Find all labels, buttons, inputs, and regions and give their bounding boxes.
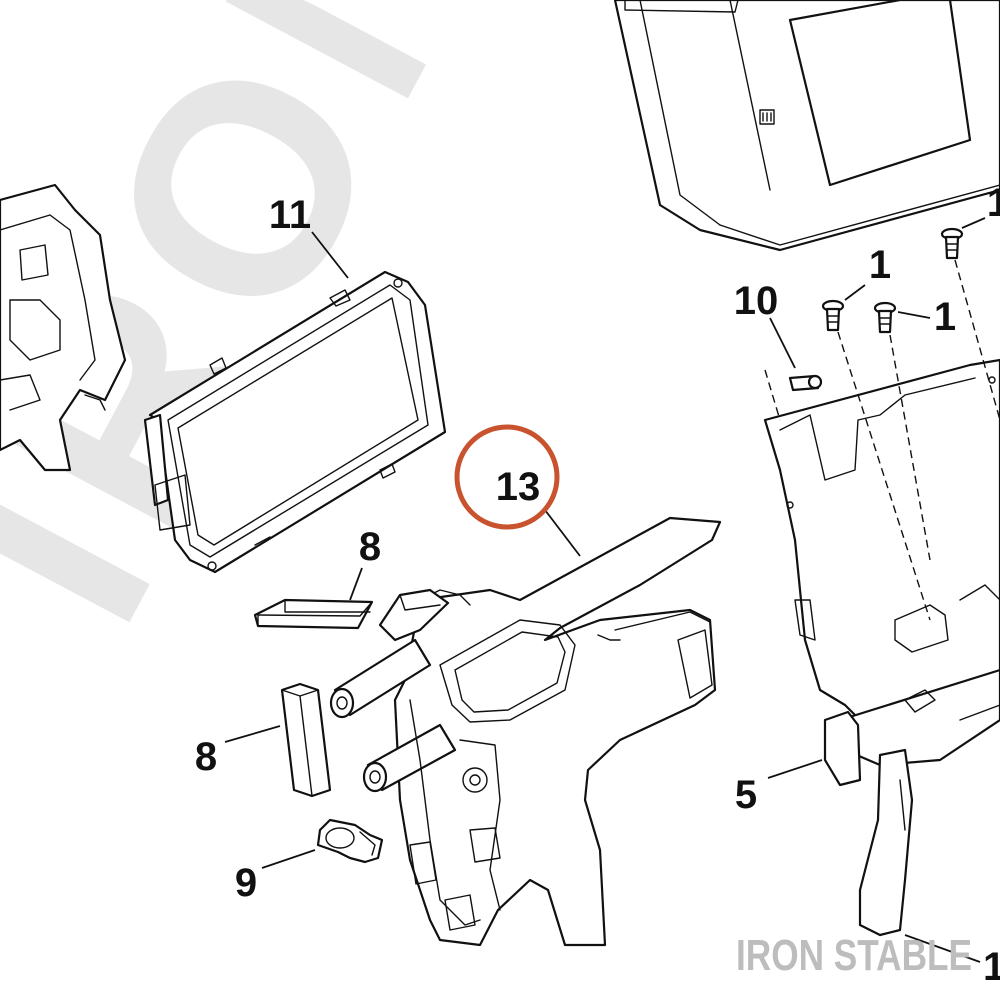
part-clip <box>316 818 384 864</box>
callout-9: 9 <box>235 861 257 905</box>
callout-8-left: 8 <box>195 735 217 779</box>
callout-5: 5 <box>735 773 757 817</box>
part-foam-pad-vertical <box>280 682 332 798</box>
highlight-circle <box>454 424 560 530</box>
part-screw-a <box>821 299 845 332</box>
callout-1-b: 1 <box>934 295 956 339</box>
assembly-lines <box>764 259 1000 621</box>
part-pin <box>788 374 823 392</box>
callout-labels: 11 13 8 8 9 10 1 1 1 5 1 <box>195 181 1000 989</box>
callout-13: 13 <box>496 465 541 509</box>
part-screw-c <box>940 227 964 260</box>
brand-watermark: IRON STABLE <box>736 931 972 980</box>
part-mount-bracket <box>329 516 722 947</box>
part-left-bracket <box>0 183 127 472</box>
callout-1-d: 1 <box>983 945 1000 989</box>
leader-lines <box>224 217 986 963</box>
part-mount-plate <box>763 358 1000 937</box>
callout-1-c: 1 <box>987 181 1000 225</box>
part-display-module <box>143 270 447 574</box>
callout-10: 10 <box>734 279 779 323</box>
part-upper-housing <box>613 0 1000 252</box>
callout-11: 11 <box>269 193 311 237</box>
part-foam-pad-horizontal <box>253 598 374 630</box>
callout-8-top: 8 <box>359 525 381 569</box>
part-screw-b <box>873 301 897 334</box>
callout-1-a: 1 <box>869 243 891 287</box>
